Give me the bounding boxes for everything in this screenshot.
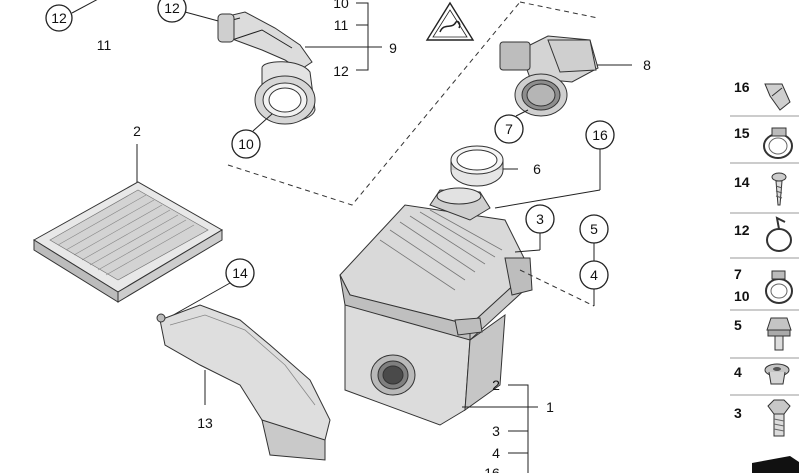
callout-10[interactable]: 10: [231, 129, 261, 159]
sidebar-item-7-10[interactable]: 7 10: [730, 266, 799, 311]
label-2: 2: [133, 123, 141, 139]
sidebar-item-12[interactable]: 12: [730, 216, 799, 259]
clamp-ring-part: [450, 145, 504, 187]
air-filter-housing-part: [339, 187, 533, 426]
callout-label: 16: [592, 127, 608, 143]
grommet-icon: [764, 363, 790, 385]
group-outline: [519, 1, 599, 19]
label-16: 16: [484, 465, 500, 473]
callout-4[interactable]: 4: [579, 260, 609, 290]
bolt-icon: [767, 399, 791, 437]
small-parts-panel: 16 15 14: [730, 74, 799, 473]
label-13: 13: [197, 415, 213, 431]
bracket-lines: [508, 384, 538, 473]
air-filter-element-part: [33, 181, 223, 303]
sidebar-item-label: 12: [734, 222, 750, 238]
sidebar-item-label: 14: [734, 174, 750, 190]
group-outline: [519, 269, 595, 307]
leader-line: [184, 11, 223, 23]
sidebar-item-label: 7: [734, 266, 742, 282]
label-10: 10: [333, 0, 349, 11]
label-6: 6: [533, 161, 541, 177]
label-3: 3: [492, 423, 500, 439]
leader-line: [252, 113, 273, 132]
sidebar-item-5[interactable]: 5: [730, 317, 799, 359]
bracket-lines: [356, 2, 382, 71]
spring-clip-icon: [764, 83, 791, 111]
callout-12-hose[interactable]: 12: [157, 0, 187, 23]
callout-3[interactable]: 3: [525, 204, 555, 234]
label-11: 11: [97, 37, 112, 53]
label-1: 1: [546, 399, 554, 415]
sidebar-item-15[interactable]: 15: [730, 125, 799, 164]
callout-14[interactable]: 14: [225, 258, 255, 288]
hose-clamp-icon: [765, 270, 793, 304]
callout-label: 12: [164, 0, 180, 16]
sidebar-item-label: 3: [734, 405, 742, 421]
wire-clamp-icon: [766, 216, 792, 252]
label-8: 8: [643, 57, 651, 73]
callout-label: 5: [590, 221, 598, 237]
intake-hose-part: [217, 11, 316, 125]
sidebar-item-label: 4: [734, 364, 742, 380]
sidebar-item-label: 15: [734, 125, 750, 141]
callout-12-topleft[interactable]: 12: [45, 4, 73, 32]
intake-duct-part: [156, 304, 331, 461]
leader-line: [71, 0, 98, 14]
air-flow-sensor-part: [499, 35, 599, 117]
sidebar-item-4[interactable]: 4: [730, 363, 799, 396]
rubber-mount-icon: [766, 317, 792, 351]
label-4: 4: [492, 445, 500, 461]
callout-label: 12: [51, 10, 67, 26]
callout-label: 10: [238, 136, 254, 152]
callout-label: 7: [505, 121, 513, 137]
callout-5[interactable]: 5: [579, 214, 609, 244]
callout-label: 4: [590, 267, 598, 283]
hose-clamp-icon: [763, 127, 793, 159]
leader-line: [167, 282, 231, 319]
sidebar-item-3[interactable]: 3: [734, 399, 791, 437]
group-outline: [227, 1, 521, 206]
sidebar-item-label: 16: [734, 79, 750, 95]
label-2: 2: [492, 377, 500, 393]
sidebar-item-16[interactable]: 16: [730, 79, 799, 117]
label-9: 9: [389, 40, 397, 56]
leader-line: [494, 189, 601, 209]
callout-label: 14: [232, 265, 248, 281]
label-12: 12: [333, 63, 349, 79]
sidebar-item-14[interactable]: 14: [730, 172, 799, 214]
leader-line: [514, 249, 541, 253]
warning-sign-icon: [425, 1, 475, 41]
leader-line: [515, 109, 529, 117]
label-11: 11: [334, 17, 349, 33]
callout-7[interactable]: 7: [494, 114, 524, 144]
callout-16[interactable]: 16: [585, 120, 615, 150]
callout-label: 3: [536, 211, 544, 227]
sidebar-item-label-2: 10: [734, 288, 750, 304]
screw-icon: [771, 172, 787, 206]
sidebar-item-label: 5: [734, 317, 742, 333]
catalog-marker: [752, 456, 799, 473]
